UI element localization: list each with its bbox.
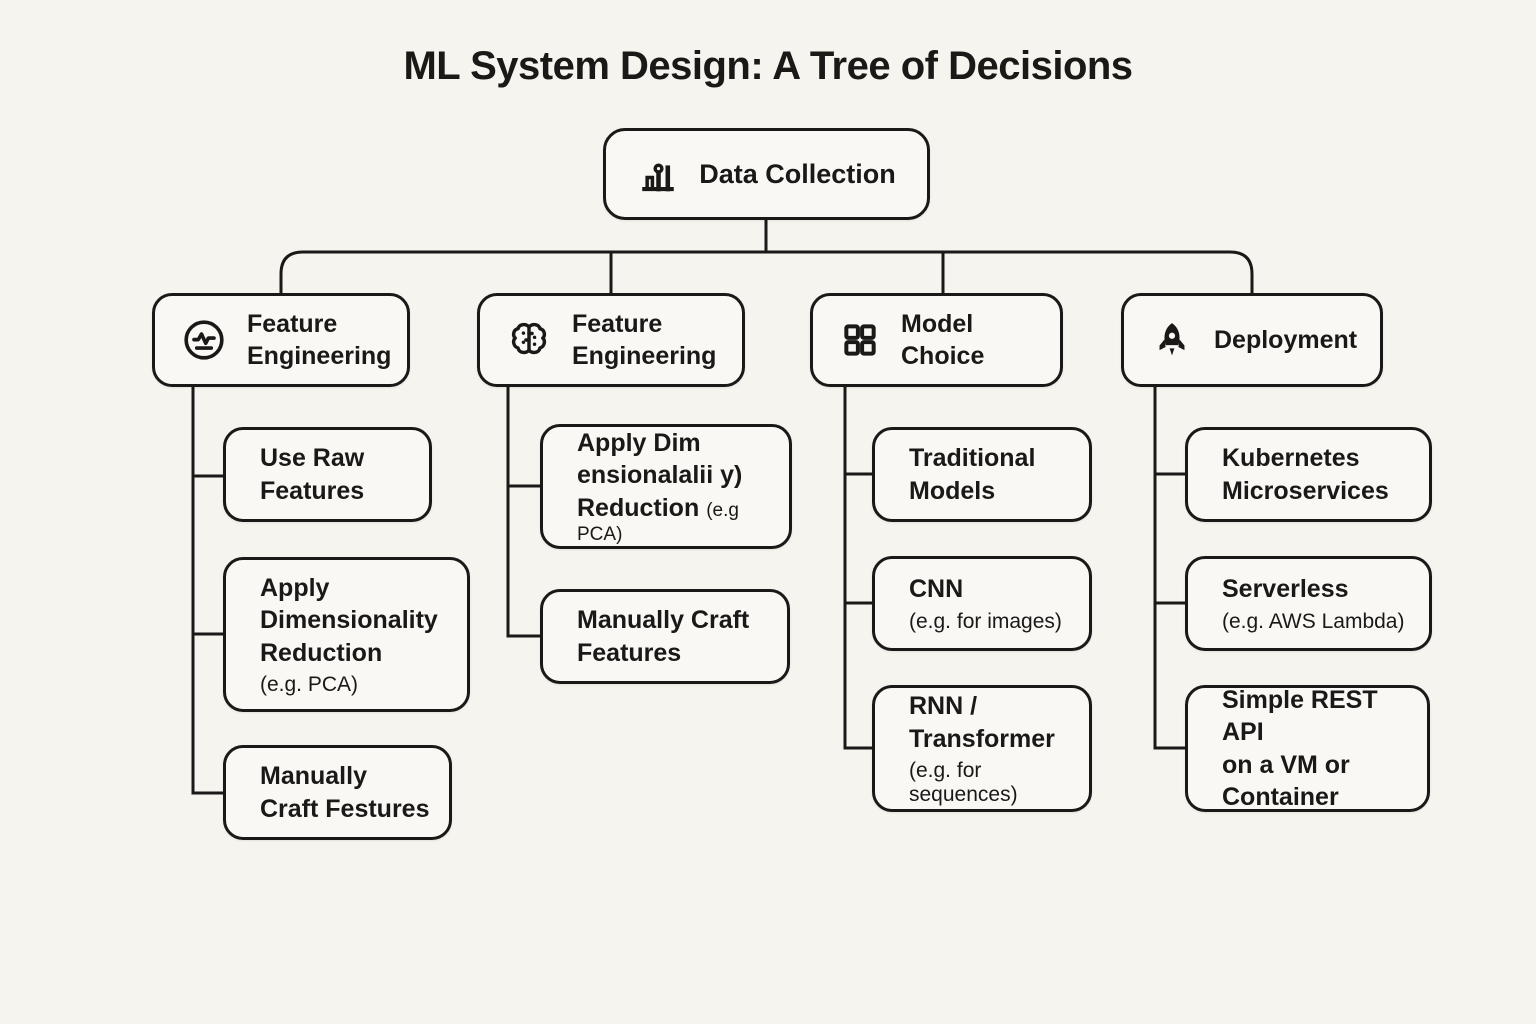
- node-label: Data Collection: [699, 158, 896, 189]
- grid-squares-icon: [839, 319, 881, 361]
- node-label: Feature Engineering: [572, 310, 717, 370]
- node-text: Apply Dimensionality Reduction (e.g. PCA…: [260, 572, 438, 698]
- node-sublabel: (e.g. for images): [909, 609, 1062, 633]
- brain-icon: [506, 317, 552, 363]
- child-node-apply-dimensionality-reduction: Apply Dimensionality Reduction (e.g. PCA…: [223, 557, 470, 712]
- child-node-manually-craft-features: Manually Craft Features: [540, 589, 790, 684]
- node-sublabel: (e.g. for sequences): [909, 759, 1018, 806]
- child-node-cnn: CNN (e.g. for images): [872, 556, 1092, 651]
- gauge-icon: [181, 317, 227, 363]
- node-label: Model Choice: [901, 310, 985, 370]
- child-node-manually-craft-festures: Manually Craft Festures: [223, 745, 452, 840]
- child-node-apply-dim-reduction: Apply Dim ensionalalii y) Reduction(e.g …: [540, 424, 792, 549]
- node-label: Kubernetes Microservices: [1222, 444, 1389, 505]
- node-label: Simple REST API on a VM or Container: [1222, 685, 1378, 812]
- node-sublabel: (e.g PCA): [577, 499, 739, 546]
- node-label: Manually Craft Festures: [260, 762, 430, 823]
- bar-chart-icon: [637, 153, 679, 195]
- node-label: Manually Craft Features: [577, 606, 750, 667]
- branch-node-deployment: Deployment: [1121, 293, 1383, 387]
- node-text: Serverless (e.g. AWS Lambda): [1222, 573, 1404, 634]
- node-text: Apply Dim ensionalalii y) Reduction(e.g …: [577, 427, 773, 547]
- rocket-icon: [1150, 318, 1194, 362]
- child-node-traditional-models: Traditional Models: [872, 427, 1092, 522]
- node-sublabel: (e.g. PCA): [260, 673, 359, 697]
- node-text: RNN / Transformer (e.g. for sequences): [909, 690, 1073, 807]
- node-label: Serverless: [1222, 575, 1349, 604]
- node-label: Traditional Models: [909, 444, 1036, 505]
- branch-node-feature-engineering-2: Feature Engineering: [477, 293, 745, 387]
- branch-node-model-choice: Model Choice: [810, 293, 1063, 387]
- child-node-serverless: Serverless (e.g. AWS Lambda): [1185, 556, 1432, 651]
- page-title: ML System Design: A Tree of Decisions: [403, 44, 1133, 88]
- node-label: Apply Dim ensionalalii y) Reduction: [577, 428, 743, 522]
- node-label: CNN: [909, 575, 964, 604]
- node-label: RNN / Transformer: [909, 692, 1055, 753]
- node-text: CNN (e.g. for images): [909, 573, 1062, 634]
- child-node-rnn-transformer: RNN / Transformer (e.g. for sequences): [872, 685, 1092, 812]
- node-sublabel: (e.g. AWS Lambda): [1222, 609, 1405, 633]
- child-node-use-raw-features: Use Raw Features: [223, 427, 432, 522]
- node-label: Use Raw Features: [260, 444, 365, 505]
- root-node-data-collection: Data Collection: [603, 128, 930, 220]
- child-node-simple-rest-api: Simple REST API on a VM or Container: [1185, 685, 1430, 812]
- node-label: Deployment: [1214, 326, 1358, 354]
- node-label: Apply Dimensionality Reduction: [260, 573, 438, 667]
- node-label: Feature Engineering: [247, 310, 392, 370]
- branch-node-feature-engineering-1: Feature Engineering: [152, 293, 410, 387]
- child-node-kubernetes-microservices: Kubernetes Microservices: [1185, 427, 1432, 522]
